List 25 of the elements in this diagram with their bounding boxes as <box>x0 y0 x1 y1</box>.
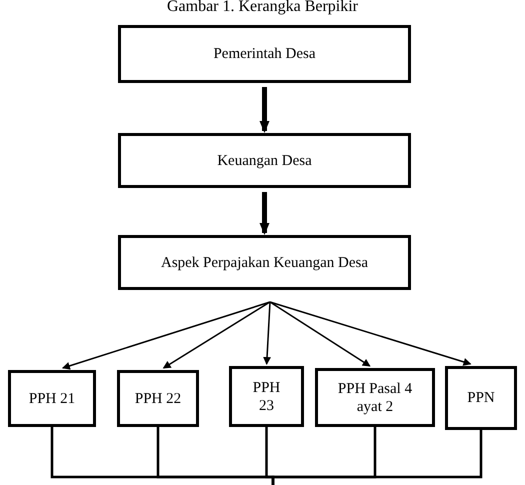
process-box <box>118 235 411 290</box>
box-label: PPN <box>467 389 495 407</box>
arrow <box>62 301 270 370</box>
process-box <box>117 370 199 427</box>
arrow <box>270 301 371 367</box>
connector-line <box>272 430 482 485</box>
process-box <box>229 366 304 427</box>
box-label: PPH 21 <box>28 390 76 408</box>
process-box <box>445 366 517 430</box>
arrow <box>263 302 272 365</box>
arrow <box>270 301 472 366</box>
process-box <box>118 133 411 188</box>
diagram-title: Gambar 1. Kerangka Berpikir <box>166 0 360 16</box>
box-label: PPH 22 <box>134 390 182 408</box>
box-label: Keuangan Desa <box>217 152 312 170</box>
arrow <box>260 87 270 133</box>
box-label: PPH Pasal 4 ayat 2 <box>336 380 414 416</box>
box-label: Pemerintah Desa <box>213 45 316 63</box>
process-box <box>315 368 435 427</box>
box-label: Aspek Perpajakan Keuangan Desa <box>160 254 368 272</box>
box-label: PPH 23 <box>252 378 282 414</box>
process-box <box>8 370 96 427</box>
arrow <box>162 301 270 369</box>
arrow <box>260 192 270 235</box>
process-box <box>118 25 411 83</box>
